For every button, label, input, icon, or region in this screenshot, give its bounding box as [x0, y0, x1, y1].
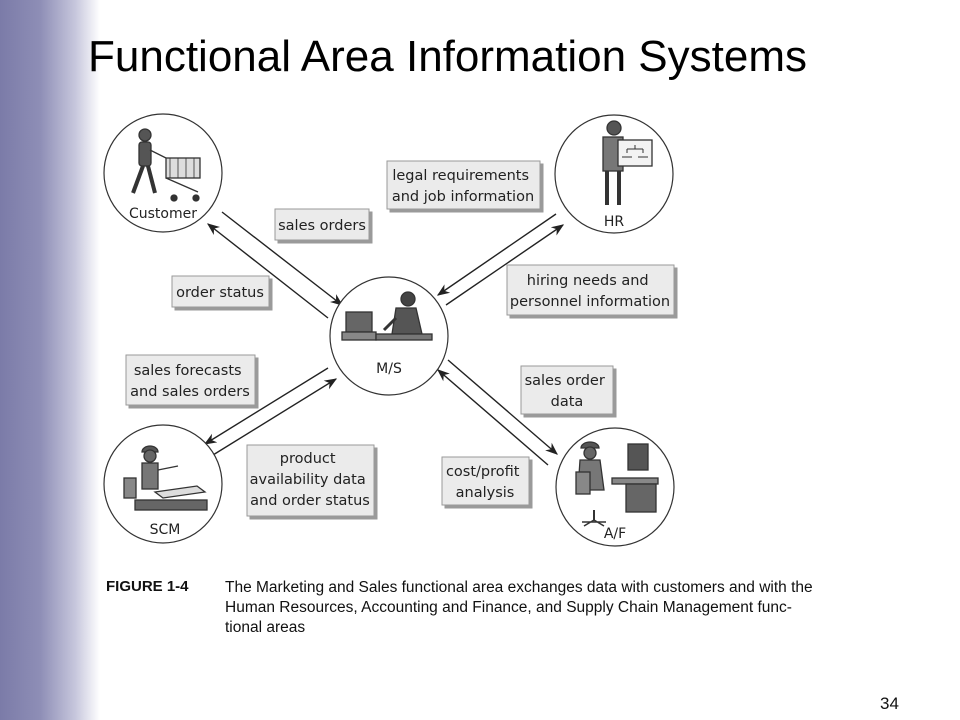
- arrow-ms-to-af: [447, 359, 558, 455]
- arrow-ms-to-hr: [445, 224, 565, 306]
- arrow-ms-to-scm: [203, 367, 329, 445]
- caption-line: The Marketing and Sales functional area …: [225, 579, 813, 596]
- arrow-customer-to-ms: [221, 211, 343, 306]
- flow-label-line: sales orders: [278, 218, 366, 234]
- warehouse-worker-icon: [123, 445, 208, 511]
- figure-caption: The Marketing and Sales functional area …: [225, 578, 925, 638]
- node-label-hr: HR: [604, 214, 625, 230]
- svg-text:hiring needs and personn: hiring needs and personnel information: [510, 273, 670, 310]
- svg-text:sales orders: sales orders: [278, 218, 366, 234]
- arrow-ms-to-customer: [207, 223, 329, 319]
- flow-product-availability: product availability data and order stat…: [246, 444, 375, 517]
- flow-label-line: personnel information: [510, 294, 670, 310]
- svg-text:legal requirements and j: legal requirements and job information: [392, 168, 534, 205]
- flow-label-line: product: [280, 451, 336, 467]
- svg-text:order status: order status: [176, 285, 264, 301]
- computer-user-icon: [575, 441, 659, 527]
- node-label-customer: Customer: [129, 206, 197, 222]
- org-chart-presenter-icon: [602, 120, 653, 205]
- shopper-icon: [131, 128, 201, 202]
- desk-worker-icon: [341, 291, 433, 341]
- slide-title: Functional Area Information Systems: [88, 32, 807, 81]
- flow-sales-orders: sales orders: [274, 208, 370, 241]
- flow-label-line: availability data: [250, 472, 366, 488]
- flow-label-line: data: [551, 394, 584, 410]
- flow-label-line: analysis: [456, 485, 515, 501]
- node-af: A/F: [555, 427, 675, 547]
- flow-label-line: hiring needs and: [527, 273, 649, 289]
- node-label-af: A/F: [604, 526, 626, 542]
- node-scm: SCM: [103, 424, 223, 544]
- flow-label-line: and sales orders: [130, 384, 250, 400]
- flow-hiring-needs: hiring needs and personnel information: [506, 264, 675, 316]
- svg-text:sales forecasts and sale: sales forecasts and sales orders: [130, 363, 250, 400]
- flow-arrows: [203, 211, 565, 466]
- figure-number: FIGURE 1-4: [106, 578, 189, 595]
- flow-label-line: sales order: [525, 373, 605, 389]
- page-number: 34: [880, 694, 899, 713]
- svg-text:product availability dat: product availability data and order stat…: [250, 451, 371, 509]
- node-marketing-sales: M/S: [329, 276, 449, 396]
- caption-line: tional areas: [225, 619, 306, 636]
- arrow-af-to-ms: [437, 369, 549, 466]
- functional-area-diagram: Customer HR M/S: [103, 113, 675, 547]
- slide-side-band: [0, 0, 100, 720]
- node-customer: Customer: [103, 113, 223, 233]
- flow-sales-order-data: sales order data: [520, 365, 614, 415]
- flow-label-line: order status: [176, 285, 264, 301]
- flow-label-line: sales forecasts: [134, 363, 242, 379]
- flow-label-line: and job information: [392, 189, 534, 205]
- flow-label-line: legal requirements: [392, 168, 529, 184]
- flow-label-line: and order status: [250, 493, 370, 509]
- flow-order-status: order status: [171, 275, 270, 308]
- svg-text:sales order data: sales order data: [525, 373, 610, 410]
- flow-legal-requirements: legal requirements and job information: [386, 160, 541, 210]
- node-label-scm: SCM: [150, 522, 181, 538]
- arrow-scm-to-ms: [212, 378, 338, 456]
- flow-label-line: cost/profit: [446, 464, 520, 480]
- caption-line: Human Resources, Accounting and Finance,…: [225, 599, 792, 616]
- node-label-ms: M/S: [376, 361, 402, 377]
- flow-cost-profit: cost/profit analysis: [441, 456, 530, 506]
- node-hr: HR: [554, 114, 674, 234]
- arrow-hr-to-ms: [436, 213, 557, 296]
- flow-sales-forecasts: sales forecasts and sales orders: [125, 354, 256, 406]
- svg-text:cost/profit analysis: cost/profit analysis: [446, 464, 524, 501]
